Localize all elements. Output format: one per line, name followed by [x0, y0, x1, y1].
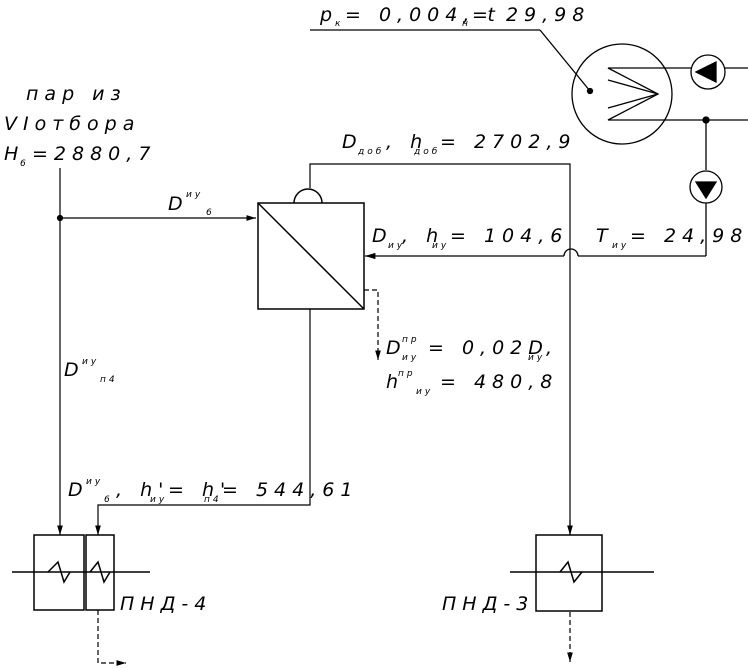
d-iu-p4-sup: иу: [82, 357, 99, 367]
d-pr-comma: ,: [546, 337, 558, 359]
t-iu-sub: иу: [612, 241, 629, 251]
d-iu6-symbol: D: [168, 193, 189, 215]
d-iu-value: = 104,6: [450, 225, 568, 247]
d-dob-symbol: D: [342, 131, 363, 153]
condenser-pressure-symbol: p: [319, 4, 338, 26]
temperature-t-iu-label: T иу = 24,98: [596, 225, 748, 251]
t-iu-value: = 24,98: [630, 225, 748, 247]
flow-d-iu6-label: D иу 6: [168, 190, 215, 218]
drain-dashed: [97, 289, 573, 666]
steam-source-label: пар из VIотбора H 6 =2880,7: [4, 83, 156, 169]
circulation-pump: [690, 54, 726, 90]
bottom-d-sub: 6: [104, 495, 113, 505]
t-iu-symbol: T: [596, 225, 614, 247]
bottom-h2-sub: п4: [204, 495, 222, 505]
d-pr-value-sub: иу: [528, 353, 545, 363]
steam-enthalpy-sub: 6: [20, 159, 29, 169]
condenser-pressure-value: = 0,004, t: [345, 4, 501, 26]
condensate-pump: [365, 116, 723, 260]
h-pr-value: = 480,8: [440, 371, 558, 393]
flow-d-iu-label: D иу , h иу = 104,6: [372, 225, 568, 251]
bottom-h2-symbol: = h': [168, 479, 231, 501]
d-iu-p4-symbol: D: [64, 359, 85, 381]
d-iu-h-sub: иу: [432, 241, 449, 251]
d-iu-h: , h: [402, 225, 444, 247]
bottom-d-symbol: D: [68, 479, 89, 501]
d-pr-value: = 0,02D: [428, 337, 549, 359]
d-dob-h-sub: доб: [413, 147, 440, 157]
pnd3-label: ПНД-3: [442, 593, 534, 615]
condenser-label: p к = 0,004, t н = 29,98: [319, 4, 590, 29]
flow-d-dob-label: D доб , h доб = 2702,9: [342, 131, 576, 157]
condenser-temp-value: = 29,98: [472, 4, 590, 26]
d-pr-symbol: D: [386, 337, 407, 359]
bottom-h-symbol: , h': [116, 479, 169, 501]
h-pr-sup: пр: [398, 369, 416, 379]
steam-source-line2: VIотбора: [4, 113, 140, 135]
d-iu6-sub: 6: [206, 208, 215, 218]
d-dob-sub: доб: [357, 147, 384, 157]
steam-lines: [56, 163, 573, 535]
steam-enthalpy-value: =2880,7: [32, 143, 156, 165]
d-iu-p4-sub: п4: [100, 375, 118, 385]
flow-d-iu-p4-label: D иу п4: [64, 357, 118, 385]
pnd4-label: ПНД-4: [120, 593, 212, 615]
pnd4-heater: [12, 534, 150, 611]
condenser: [310, 29, 748, 145]
pnd3-heater: [510, 534, 654, 612]
bottom-condensate-label: D иу 6 , h' иу = h' п4 = 544,61: [68, 477, 358, 505]
d-dob-h: , h: [386, 131, 428, 153]
d-dob-value: = 2702,9: [440, 131, 576, 153]
bottom-h-sub: иу: [150, 495, 167, 505]
steam-enthalpy-symbol: H: [4, 143, 24, 165]
h-pr-sub: иу: [416, 387, 433, 397]
d-iu-symbol: D: [372, 225, 393, 247]
condenser-temp-sub: н: [462, 19, 471, 29]
d-iu6-sup: иу: [186, 190, 203, 200]
bottom-value: = 544,61: [222, 479, 358, 501]
bottom-d-sup: иу: [86, 477, 103, 487]
h-pr-symbol: h: [386, 371, 404, 393]
purge-label: D пр иу = 0,02D иу , h пр иу = 480,8: [386, 335, 558, 397]
d-pr-sup: пр: [402, 335, 420, 345]
d-pr-sub: иу: [402, 353, 419, 363]
d-iu-sub: иу: [388, 241, 405, 251]
condenser-pressure-sub: к: [335, 19, 343, 29]
steam-source-line1: пар из: [26, 83, 127, 105]
evaporator: [257, 188, 365, 310]
